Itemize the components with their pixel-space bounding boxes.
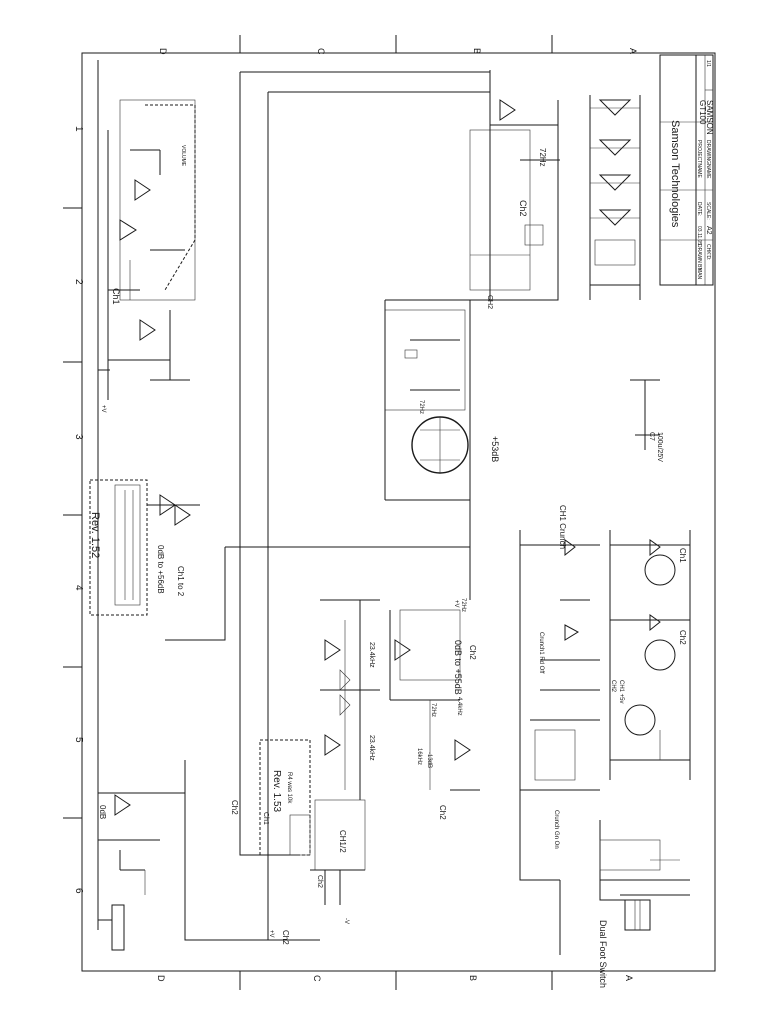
- led-crunch-section: CH1 Crunch Crunch1 Rd Off Crunch Gn On: [519, 505, 600, 849]
- zone-number-1: 1: [73, 126, 84, 132]
- freq-label-5: 72Hz: [418, 400, 424, 414]
- zero-db-label: 0dB: [98, 805, 107, 819]
- freq-label-7: 72Hz: [538, 148, 547, 167]
- freq-label-3: 72Hz: [460, 598, 466, 612]
- cap-c7-value: 100u/25V: [656, 432, 663, 462]
- zone-letter-bottom-c: C: [312, 975, 322, 982]
- scale-value: A2: [705, 226, 712, 235]
- date-label: DATE:: [696, 202, 702, 216]
- zone-number-6: 6: [73, 888, 84, 894]
- zone-dividers: [63, 35, 553, 990]
- ch2-top-section: CH2 Ch2 72Hz: [469, 70, 560, 309]
- filter-stages: 23.4kHz 23.4kHz: [320, 599, 380, 800]
- freq-label-4: 72Hz: [430, 703, 436, 717]
- ch1-label-top: Ch1: [111, 288, 121, 305]
- zone-number-4: 4: [73, 585, 84, 591]
- ch12-ic-block: CH1/2 Ch2 Ch2 Ch2: [230, 799, 366, 945]
- ch1-to-2-label: Ch1 to 2: [176, 566, 185, 597]
- gain-label-3: +53dB: [490, 436, 500, 462]
- ch1-label-rev153: Ch1: [262, 812, 269, 825]
- freq-label-1: 23.4kHz: [368, 642, 375, 668]
- zone-number-5: 5: [73, 737, 84, 743]
- plus-v-label-2: +V: [453, 600, 459, 608]
- zone-letter-top-a: A: [628, 48, 638, 54]
- project-value: GT100: [698, 100, 707, 125]
- title-block: Samson Technologies PROJECTNAME GT100 DR…: [659, 54, 714, 286]
- freq-label-8: 16kHz: [416, 748, 422, 765]
- gain-label-2: 0dB to +55dB: [453, 640, 463, 695]
- crunch-on-label: Crunch Gn On: [553, 810, 559, 849]
- date-value: 03.11.05: [696, 226, 702, 245]
- rev152-label: Rev. 1.52: [89, 512, 101, 558]
- volume-label: VOLUME: [180, 145, 186, 167]
- ch2-label-right: Ch2: [678, 630, 687, 645]
- freq-label-2: 23.4kHz: [368, 735, 375, 761]
- check-label: CHK'D:: [705, 244, 711, 261]
- ch1-label-right: Ch1: [678, 548, 687, 563]
- ch2-label-gain: Ch2: [468, 645, 477, 660]
- footswitch-section: Dual Foot Switch: [598, 839, 690, 988]
- freq-label-6: 4.4kHz: [456, 697, 462, 716]
- transistor-section: Ch1 Ch2 CH1 +5v CH2: [609, 530, 691, 780]
- input-stage: 0dB: [98, 794, 160, 951]
- transistor-q3: [624, 704, 656, 736]
- ch2-gain-section: 0dB to +55dB Ch2 72Hz 72Hz 4.4kHz 16kHz …: [389, 598, 480, 820]
- ch12-label: CH1/2: [338, 830, 347, 853]
- scale-label: SCALE:: [705, 202, 711, 220]
- ch1-5v-label: CH1 +5v: [618, 680, 624, 704]
- power-section: C7 100u/25V: [589, 95, 663, 462]
- zone-letter-bottom-b: B: [468, 975, 478, 981]
- drawn-value: MAN: [696, 268, 702, 280]
- ch2-label-top2: Ch2: [518, 200, 528, 217]
- ch1-preamp-section: Ch1 VOLUME +V: [100, 99, 196, 413]
- zone-letter-top-d: D: [158, 48, 168, 55]
- crunch-off-label: Crunch1 Rd Off: [538, 632, 544, 674]
- transistor-q1: [644, 554, 676, 586]
- zone-number-3: 3: [73, 434, 84, 440]
- zone-letter-top-c: C: [316, 48, 326, 55]
- transistor-q2: [644, 639, 676, 671]
- plus-v-label-3: +V: [268, 930, 274, 938]
- sheet-border: [81, 52, 716, 972]
- ch2-label-ic: Ch2: [316, 875, 323, 888]
- rev153-note: R4 was 10k: [286, 772, 292, 804]
- ch2-label-left1: Ch2: [230, 800, 239, 815]
- ch2-label-left2: Ch2: [281, 930, 290, 945]
- zone-letter-bottom-a: A: [624, 975, 634, 981]
- dual-foot-switch-label: Dual Foot Switch: [598, 920, 608, 988]
- rev153-block: Rev. 1.53 R4 was 10k Ch1: [259, 739, 311, 856]
- company-name: Samson Technologies: [669, 120, 681, 228]
- cap-c7-label: C7: [648, 432, 655, 441]
- zone-number-2: 2: [73, 279, 84, 285]
- drawing-label: DRAWINGNAME: [705, 140, 711, 179]
- rev152-block: Rev. 1.52 0dB to +56dB Ch1 to 2: [89, 479, 200, 616]
- ch1-crunch-label: CH1 Crunch: [558, 505, 567, 549]
- plus-v-label-1: +V: [100, 405, 106, 413]
- sheet-number: 1/1: [705, 60, 711, 67]
- ch2-label-top: CH2: [486, 295, 493, 309]
- zone-letter-bottom-d: D: [156, 975, 166, 982]
- minus-v-label-1: -V: [343, 918, 349, 924]
- zone-letter-top-b: B: [472, 48, 482, 54]
- drawn-label: DRAWN BY:: [696, 244, 702, 272]
- db-minus-label: -13dB: [426, 752, 432, 768]
- ch2-5v-label: CH2: [610, 680, 616, 693]
- rev153-label: Rev. 1.53: [271, 770, 282, 812]
- ch2-label-bottom: Ch2: [438, 805, 447, 820]
- gain-label-1: 0dB to +56dB: [156, 545, 165, 594]
- tube-stage: +53dB 72Hz: [384, 299, 500, 501]
- drawing-value: SAMSON: [705, 100, 714, 135]
- project-label: PROJECTNAME: [696, 140, 702, 178]
